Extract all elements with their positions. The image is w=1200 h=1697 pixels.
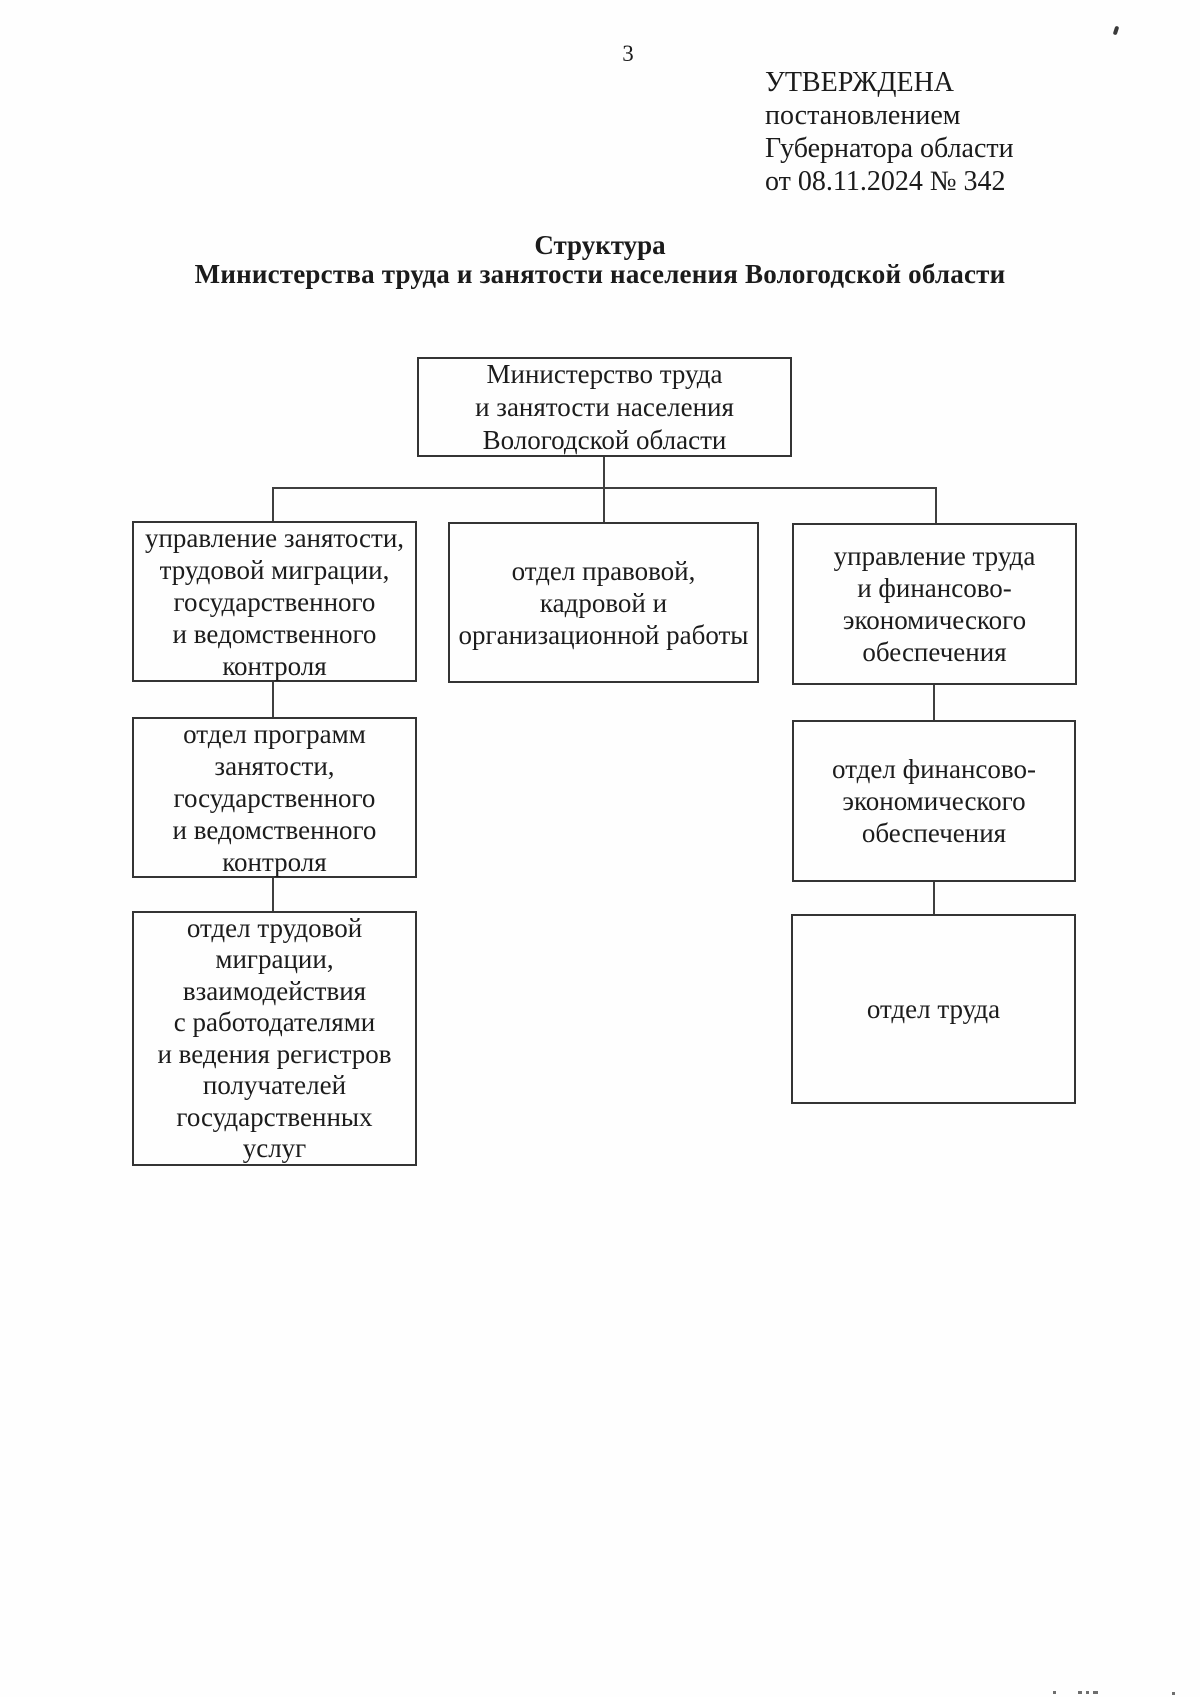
org-box-labor-finance-directorate-label: управление труда и финансово- экономичес… <box>833 541 1036 667</box>
org-box-employment-directorate-label: управление занятости, трудовой миграции,… <box>144 522 405 681</box>
scan-artifact-speck <box>1093 1691 1098 1694</box>
connector-drop-middle <box>603 489 605 523</box>
org-box-finance-department: отдел финансово- экономического обеспече… <box>792 720 1076 882</box>
org-box-legal-department-label: отдел правовой, кадровой и организационн… <box>458 555 749 650</box>
org-box-labor-migration-department: отдел трудовой миграции, взаимодействия … <box>132 911 417 1166</box>
connector-drop-left <box>272 489 274 522</box>
org-box-labor-department: отдел труда <box>791 914 1076 1104</box>
org-box-labor-department-label: отдел труда <box>866 994 1001 1024</box>
scan-artifact-speck <box>1172 1692 1175 1695</box>
page-number: 3 <box>622 41 634 66</box>
scan-artifact-mark <box>1112 25 1120 36</box>
org-box-ministry-label: Министерство труда и занятости населения… <box>475 358 734 455</box>
document-title-line1: Структура <box>534 230 666 260</box>
org-box-labor-finance-directorate: управление труда и финансово- экономичес… <box>792 523 1077 685</box>
connector-drop-right <box>935 489 937 524</box>
org-box-finance-department-label: отдел финансово- экономического обеспече… <box>832 754 1036 848</box>
org-box-employment-directorate: управление занятости, трудовой миграции,… <box>132 521 417 682</box>
document-title: Структура Министерства труда и занятости… <box>10 231 1190 289</box>
org-box-labor-migration-department-label: отдел трудовой миграции, взаимодействия … <box>157 912 392 1164</box>
document-title-line2: Министерства труда и занятости населения… <box>194 259 1006 289</box>
connector-root-drop <box>603 457 605 489</box>
org-box-ministry: Министерство труда и занятости населения… <box>417 357 792 457</box>
connector-left-column-2 <box>272 682 274 718</box>
connector-left-column-3 <box>272 878 274 912</box>
approval-block: УТВЕРЖДЕНА постановлением Губернатора об… <box>765 67 1014 197</box>
org-box-employment-programs-department-label: отдел программ занятости, государственно… <box>172 718 377 877</box>
scan-artifact-speck <box>1078 1691 1082 1694</box>
org-box-employment-programs-department: отдел программ занятости, государственно… <box>132 717 417 878</box>
connector-right-column-2 <box>933 685 935 721</box>
connector-horizontal-span <box>272 487 937 489</box>
connector-right-column-3 <box>933 882 935 915</box>
scan-artifact-speck <box>1053 1691 1056 1694</box>
scan-artifact-speck <box>1086 1691 1089 1694</box>
org-box-legal-department: отдел правовой, кадровой и организационн… <box>448 522 759 683</box>
